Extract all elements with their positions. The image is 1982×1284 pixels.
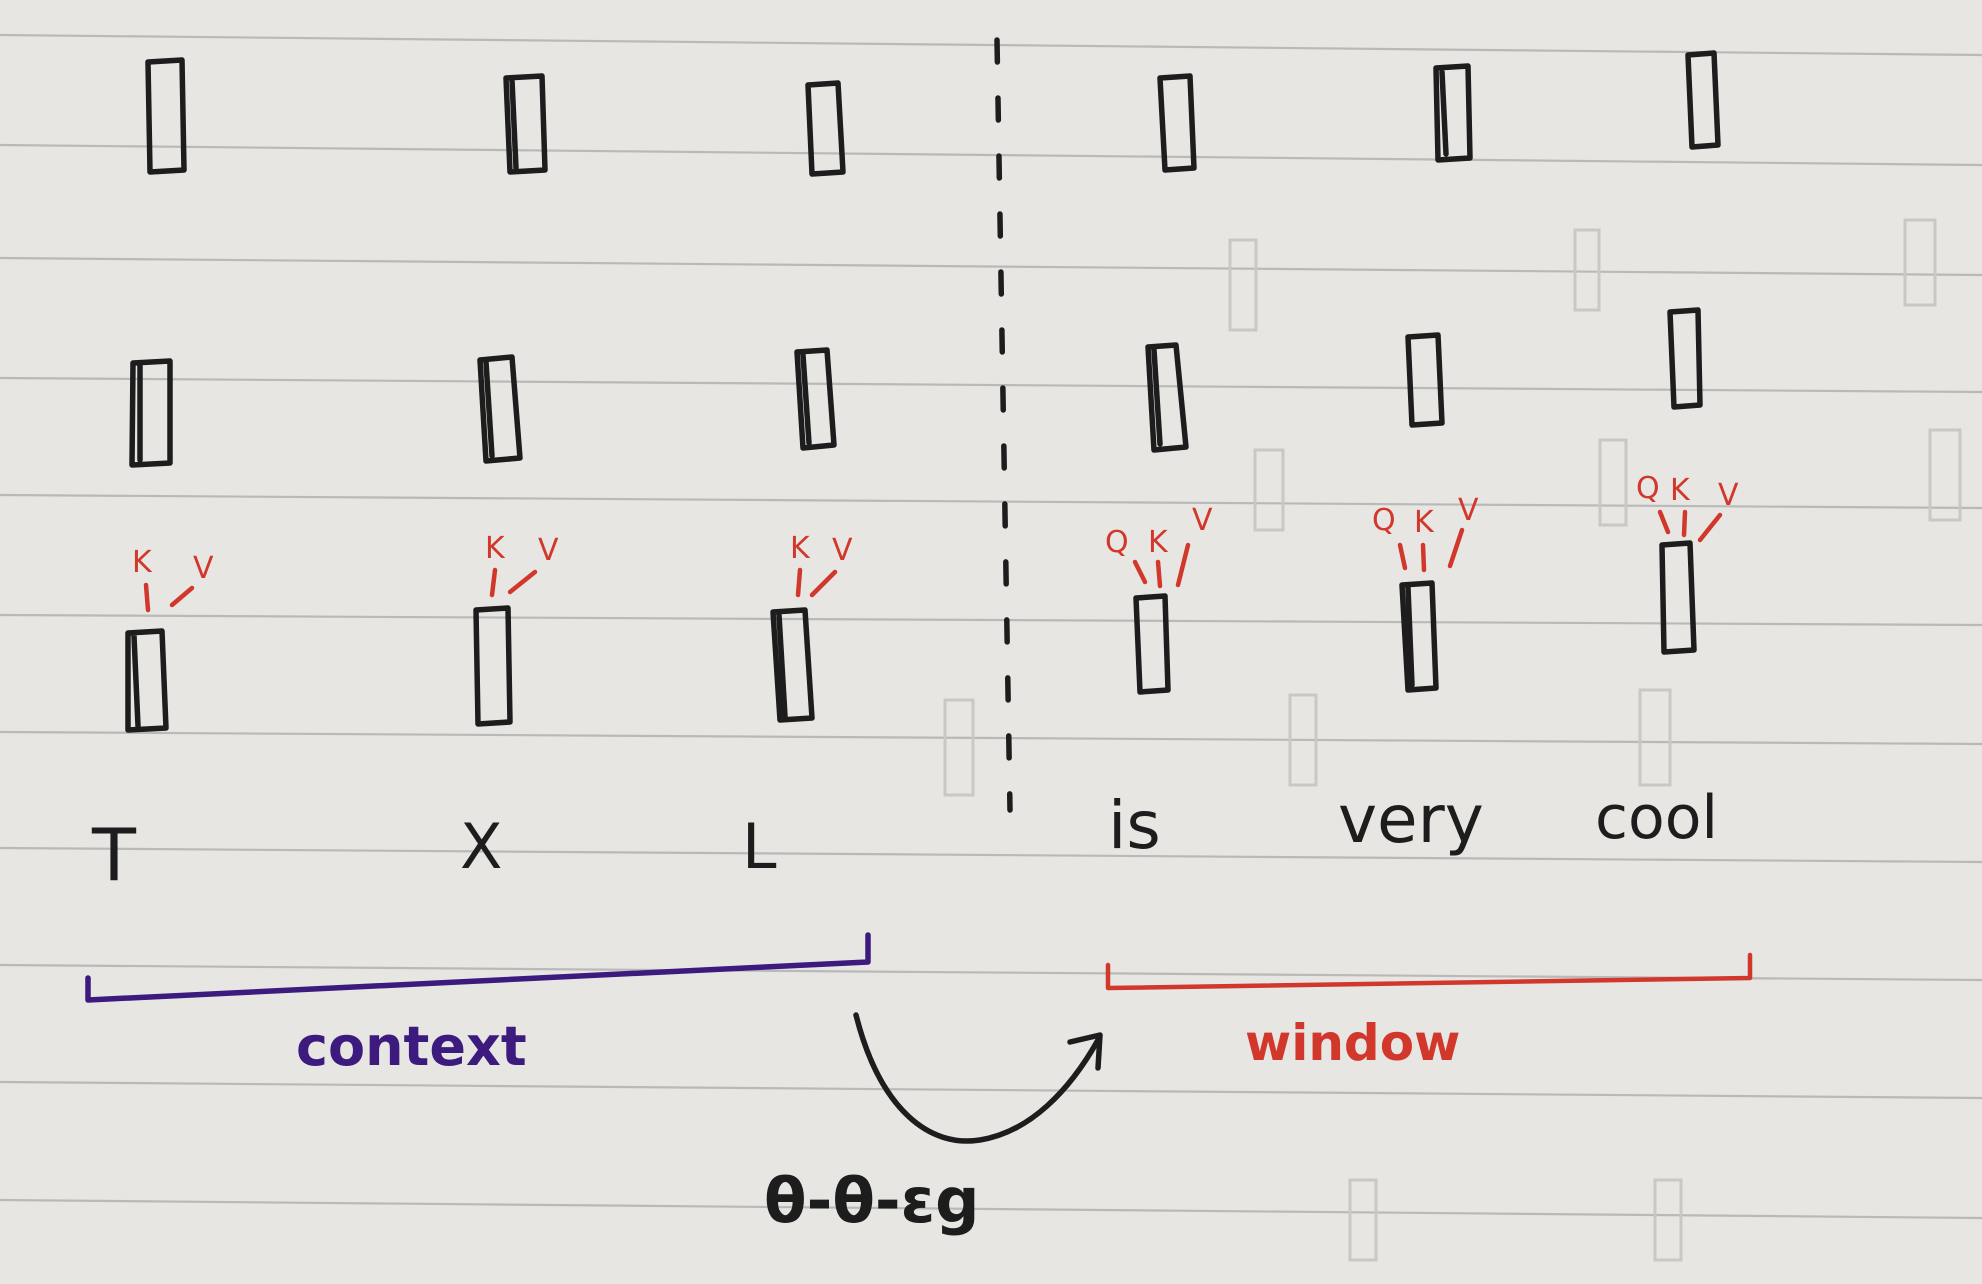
kv-annotation-T: K V [132,545,214,613]
token-block [1405,332,1445,428]
token-block [473,605,513,727]
token-word: very [1338,781,1484,858]
operation-label: θ-θ-εg [764,1164,980,1237]
layer-3-blocks [145,50,1721,177]
token-word: L [742,810,777,883]
value-label: V [832,533,853,568]
token-word: X [460,810,502,883]
token-block [1685,50,1721,150]
token-block [503,73,548,175]
key-label: K [1414,505,1435,540]
kv-annotation-X: K V [485,531,559,598]
token-block [1157,73,1197,173]
token-block [1659,540,1697,655]
window-bracket [1105,952,1753,991]
token-block [125,628,169,733]
value-label: V [1192,503,1213,538]
token-block [770,607,815,723]
qkv-annotation-cool: Q K V [1636,471,1739,543]
value-label: V [538,533,559,568]
token-word: T [91,813,137,897]
token-words: T X L is very cool [91,781,1718,897]
key-label: K [1148,525,1169,560]
kv-annotation-L: K V [790,531,853,598]
token-block [1667,307,1703,410]
value-label: V [1718,478,1739,513]
layer-1-blocks [125,540,1697,733]
key-label: K [132,545,153,580]
token-block [794,347,837,451]
key-label: K [790,531,811,566]
token-block [1145,342,1189,453]
token-block [1433,63,1473,163]
token-word: cool [1595,783,1718,853]
token-word: is [1108,787,1161,864]
window-label: window [1245,1014,1460,1072]
query-label: Q [1372,503,1396,538]
key-label: K [485,531,506,566]
context-label: context [296,1015,527,1078]
transfer-arrow-icon [853,1012,1103,1144]
query-label: Q [1636,471,1660,506]
qkv-annotation-is: Q K V [1105,503,1213,589]
token-block [1133,593,1171,695]
divider-dashed-line [994,37,1013,813]
value-label: V [1458,493,1479,528]
qkv-annotation-very: Q K V [1372,493,1479,573]
key-label: K [1670,473,1691,508]
ruled-lines [0,33,1982,1220]
token-block [1399,580,1439,693]
show-through-marks [943,218,1962,1262]
token-block [145,57,187,175]
token-block [477,354,523,464]
token-block [129,358,173,468]
value-label: V [193,551,214,586]
window-qkv-annotations: Q K V Q K V Q K V [1105,471,1739,589]
context-kv-annotations: K V K V K V [132,531,853,613]
layer-2-blocks [129,307,1703,468]
context-bracket [85,932,871,1003]
query-label: Q [1105,525,1129,560]
token-block [805,80,846,177]
